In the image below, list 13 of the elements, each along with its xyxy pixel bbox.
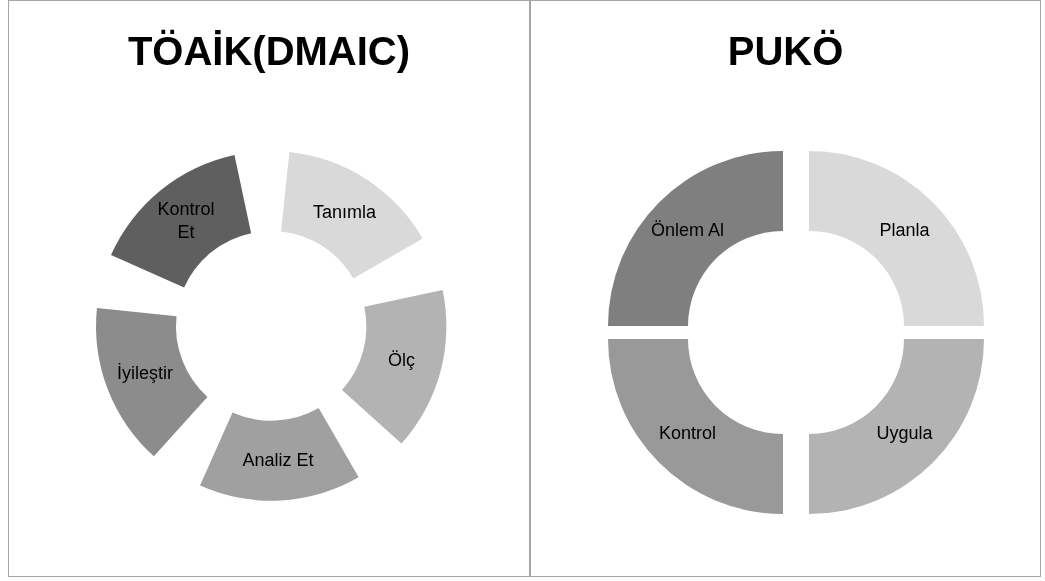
segment-label: Kontrol: [659, 422, 717, 446]
panel: [8, 0, 530, 577]
segment-label: Planla: [879, 218, 930, 242]
segment-label: Ölç: [387, 349, 415, 373]
panel: [530, 0, 1041, 577]
segment-label: Analiz Et: [242, 449, 314, 473]
segment-label: Uygula: [876, 422, 933, 446]
segment-label: Önlem Al: [651, 218, 725, 242]
segment-label: Kontrol Et: [156, 197, 216, 245]
heading: PUKÖ: [726, 29, 845, 74]
segment-label: İyileştir: [116, 362, 173, 386]
heading: TÖAİK(DMAIC): [126, 29, 412, 74]
segment-label: Tanımla: [313, 201, 377, 225]
